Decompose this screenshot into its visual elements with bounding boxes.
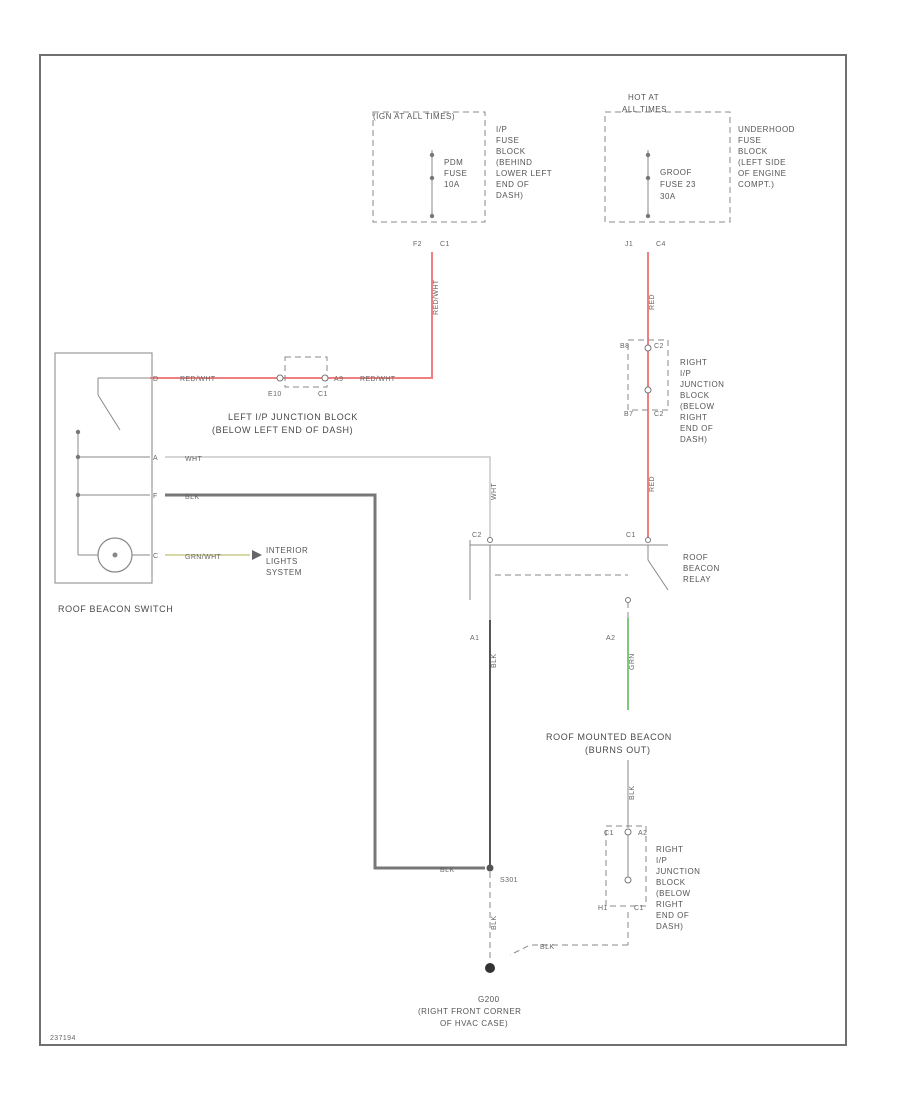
ground-g200: G200 (RIGHT FRONT CORNER OF HVAC CASE) <box>418 963 521 1028</box>
junction-lower-pin-c1-top: C1 <box>604 830 614 837</box>
junction-lower-location: RIGHT I/P JUNCTION BLOCK (BELOW RIGHT EN… <box>656 845 703 931</box>
ground-location-2: OF HVAC CASE) <box>440 1019 508 1028</box>
grn-wht-wire: GRN/WHT INTERIOR LIGHTS SYSTEM <box>165 546 311 577</box>
relay-pin-a1: A1 <box>470 635 479 642</box>
ground-icon <box>485 963 495 973</box>
wire-label-wht-vertical: WHT <box>491 483 498 500</box>
relay-pin-a2: A2 <box>606 635 615 642</box>
diagram-frame <box>39 54 847 1046</box>
switch-pin-d: D <box>153 376 158 383</box>
junction-lower-pin-c1-bottom: C1 <box>634 905 644 912</box>
junction-upper-location: RIGHT I/P JUNCTION BLOCK (BELOW RIGHT EN… <box>680 358 727 444</box>
left-ip-junction-block: E10 C1 A9 LEFT I/P JUNCTION BLOCK (BELOW… <box>212 356 358 435</box>
relay-label: ROOF BEACON RELAY <box>683 553 723 584</box>
switch-pin-c: C <box>153 553 158 560</box>
wht-wire: WHT WHT <box>165 456 498 537</box>
fuse-left-pin-c1: C1 <box>440 241 450 248</box>
wire-label-blk-return: BLK <box>540 944 554 951</box>
junction-lower-pin-h1: H1 <box>598 905 608 912</box>
blk-ground-wire-switch: BLK BLK <box>165 493 485 874</box>
fuse-block-left-location: I/P FUSE BLOCK (BEHIND LOWER LEFT END OF… <box>496 125 555 200</box>
wire-label-blk-relay: BLK <box>491 654 498 668</box>
splice-s301: S301 BLK <box>486 864 518 960</box>
junction-pin-a9: A9 <box>334 376 343 383</box>
arrow-icon <box>252 550 262 560</box>
fuse-block-left-header: (IGN AT ALL TIMES) <box>373 112 455 121</box>
fuse-right-pin-c4: C4 <box>656 241 666 248</box>
wire-label-blk-switch: BLK <box>185 494 199 501</box>
wire-label-red-wht-1: RED/WHT <box>180 376 216 383</box>
blk-relay-wire: BLK <box>489 620 498 866</box>
fuse-left-pin-f2: F2 <box>413 241 422 248</box>
beacon-ground-return: BLK <box>509 912 629 956</box>
fuse-block-left: (IGN AT ALL TIMES) PDM FUSE 10A I/P FUSE… <box>372 111 555 248</box>
roof-mounted-beacon: ROOF MOUNTED BEACON (BURNS OUT) BLK <box>546 732 672 828</box>
junction-pin-e10: E10 <box>268 391 282 398</box>
relay-pin-c1: C1 <box>626 532 636 539</box>
switch-pin-a: A <box>153 455 158 462</box>
fuse-block-right: HOT AT ALL TIMES GROOF FUSE 23 30A UNDER… <box>604 93 798 248</box>
right-ip-junction-lower: C1 A2 H1 C1 RIGHT I/P JUNCTION BLOCK (BE… <box>598 825 703 931</box>
roof-beacon-switch-label: ROOF BEACON SWITCH <box>58 604 173 614</box>
fuse-right-pin-j1: J1 <box>625 241 633 248</box>
pdm-fuse-label: PDM FUSE 10A <box>444 158 470 189</box>
roof-beacon-relay: C2 C1 A1 A2 ROOF BEACON RELAY <box>469 532 723 642</box>
wire-label-grn-wht: GRN/WHT <box>185 554 222 561</box>
wire-label-red-upper: RED <box>649 294 656 310</box>
right-ip-junction-upper: B8 C2 B7 C2 RIGHT I/P JUNCTION BLOCK (BE… <box>620 339 727 444</box>
fuse-block-right-location: UNDERHOOD FUSE BLOCK (LEFT SIDE OF ENGIN… <box>738 125 798 189</box>
junction-upper-pin-b8: B8 <box>620 343 629 350</box>
beacon-label: ROOF MOUNTED BEACON <box>546 732 672 742</box>
interior-lights-label: INTERIOR LIGHTS SYSTEM <box>266 546 311 577</box>
junction-pin-c1: C1 <box>318 391 328 398</box>
wire-label-red-wht-2: RED/WHT <box>360 376 396 383</box>
wire-label-blk-splice: BLK <box>440 867 454 874</box>
wire-label-blk-ground: BLK <box>491 916 498 930</box>
left-junction-location: (BELOW LEFT END OF DASH) <box>212 425 353 435</box>
splice-label: S301 <box>500 877 518 884</box>
left-junction-label: LEFT I/P JUNCTION BLOCK <box>228 412 358 422</box>
fuse-block-right-header: HOT AT ALL TIMES <box>622 93 667 114</box>
relay-pin-c2: C2 <box>472 532 482 539</box>
groof-fuse-label: GROOF FUSE 23 30A <box>660 168 699 201</box>
junction-upper-pin-b7: B7 <box>624 411 633 418</box>
junction-upper-pin-c2-bottom: C2 <box>654 411 664 418</box>
wire-label-red-lower: RED <box>649 476 656 492</box>
ground-id: G200 <box>478 995 500 1004</box>
junction-lower-pin-a2: A2 <box>638 830 647 837</box>
red-wht-power-circuit: RED/WHT RED/WHT RED/WHT <box>150 252 440 383</box>
wire-label-blk-beacon: BLK <box>629 786 636 800</box>
grn-beacon-wire: GRN <box>627 602 636 710</box>
reference-id: 237194 <box>50 1035 76 1042</box>
beacon-location: (BURNS OUT) <box>585 745 651 755</box>
ground-location-1: (RIGHT FRONT CORNER <box>418 1007 521 1016</box>
wire-label-red-wht-vertical: RED/WHT <box>433 279 440 315</box>
red-relay-power-circuit: RED RED <box>647 252 656 540</box>
junction-upper-pin-c2-top: C2 <box>654 343 664 350</box>
roof-beacon-switch: D A F C ROOF BEACON SWITCH <box>54 352 173 614</box>
wire-label-wht: WHT <box>185 456 202 463</box>
switch-pin-f: F <box>153 493 158 500</box>
wire-label-grn: GRN <box>629 653 636 670</box>
